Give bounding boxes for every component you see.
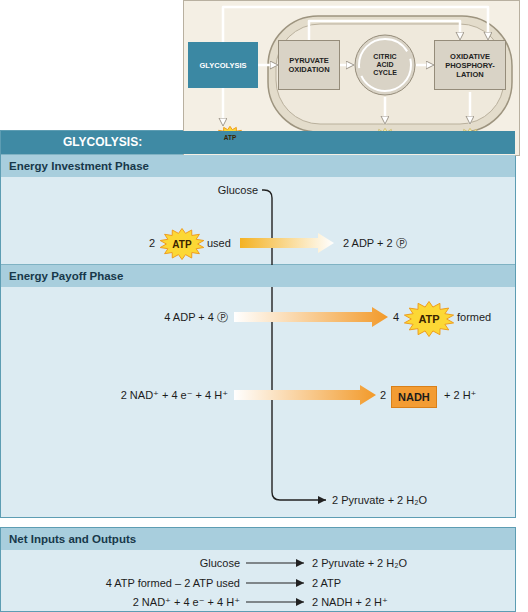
starburst-outline bbox=[160, 229, 204, 260]
reaction-text: 2 ADP + 2 Ⓟ bbox=[343, 236, 407, 250]
starburst-outline bbox=[216, 126, 244, 147]
nadh-box: NADH bbox=[391, 386, 437, 408]
reaction-text: 2 bbox=[149, 236, 155, 250]
section-heading: Energy Investment Phase bbox=[1, 155, 515, 177]
net-equation-text: 4 ATP formed – 2 ATP used bbox=[106, 576, 240, 590]
net-panel: Net Inputs and Outputs bbox=[0, 527, 516, 612]
node-label: NADH bbox=[398, 387, 430, 407]
section-heading: GLYCOLYSIS: bbox=[1, 131, 515, 154]
glucose-flow-line bbox=[262, 190, 326, 500]
nadh-payoff-arrow bbox=[234, 385, 376, 405]
cycle-disc bbox=[355, 35, 415, 95]
net-equation-text: 2 Pyruvate + 2 H₂O bbox=[312, 556, 407, 570]
atp-payoff-arrow bbox=[234, 307, 388, 327]
cycle-circle: CITRIC ACID CYCLE bbox=[354, 34, 416, 96]
flow-connector bbox=[222, 88, 225, 126]
net-equation-text: 2 NADH + 2 H⁺ bbox=[312, 595, 388, 609]
reaction-text: formed bbox=[457, 310, 491, 324]
node-label: ATP bbox=[224, 134, 237, 141]
node-label: GLYCOLYSIS bbox=[200, 61, 247, 70]
reaction-text: + 2 H⁺ bbox=[444, 388, 476, 402]
node-label: CITRIC ACID CYCLE bbox=[364, 53, 406, 77]
reaction-text: 2 Pyruvate + 2 H₂O bbox=[332, 493, 427, 507]
reaction-text: 2 bbox=[380, 388, 386, 402]
net-arrow bbox=[246, 582, 304, 583]
node-label: ATP bbox=[418, 313, 439, 325]
atp-starburst-blank bbox=[371, 128, 399, 149]
flow-connector bbox=[223, 7, 488, 42]
investment-arrow bbox=[240, 233, 334, 253]
atp-output-arrow bbox=[384, 97, 387, 124]
atp-starburst: ATP bbox=[403, 301, 455, 337]
flow-connector bbox=[416, 64, 434, 67]
reaction-text: 2 NAD⁺ + 4 e⁻ + 4 H⁺ bbox=[121, 388, 228, 402]
atp-starburst: ATP bbox=[159, 228, 205, 260]
section-heading: Net Inputs and Outputs bbox=[1, 528, 515, 550]
net-equation-text: 2 ATP bbox=[312, 576, 341, 590]
process-box: PYRUVATE OXIDATION bbox=[278, 40, 340, 90]
starburst-outline bbox=[404, 302, 453, 337]
node-label: ATP bbox=[172, 239, 191, 250]
outer-membrane bbox=[268, 16, 512, 132]
flow-connector bbox=[340, 64, 354, 67]
reaction-text: 4 ADP + 4 Ⓟ bbox=[164, 310, 228, 324]
atp-output-arrow bbox=[469, 92, 472, 124]
net-arrow bbox=[246, 562, 304, 563]
node-label: OXIDATIVE PHOSPHORY- LATION bbox=[438, 52, 502, 79]
reaction-text: used bbox=[207, 236, 231, 250]
atp-starburst-blank bbox=[456, 128, 484, 149]
section-heading: Energy Payoff Phase bbox=[1, 265, 515, 287]
flow-connector bbox=[258, 64, 278, 67]
net-equation-text: Glucose bbox=[200, 556, 240, 570]
net-equation-text: 2 NAD⁺ + 4 e⁻ + 4 H⁺ bbox=[133, 595, 240, 609]
cycle-ring bbox=[359, 39, 411, 91]
glycolysis-panel: GLYCOLYSIS:Energy Investment PhaseATPEne… bbox=[0, 130, 516, 518]
process-box: OXIDATIVE PHOSPHORY- LATION bbox=[434, 40, 506, 90]
process-box: GLYCOLYSIS bbox=[188, 42, 258, 88]
net-arrow bbox=[246, 601, 304, 602]
reaction-text: Glucose bbox=[218, 183, 258, 197]
node-label: PYRUVATE OXIDATION bbox=[282, 56, 336, 74]
reaction-text: 4 bbox=[393, 310, 399, 324]
